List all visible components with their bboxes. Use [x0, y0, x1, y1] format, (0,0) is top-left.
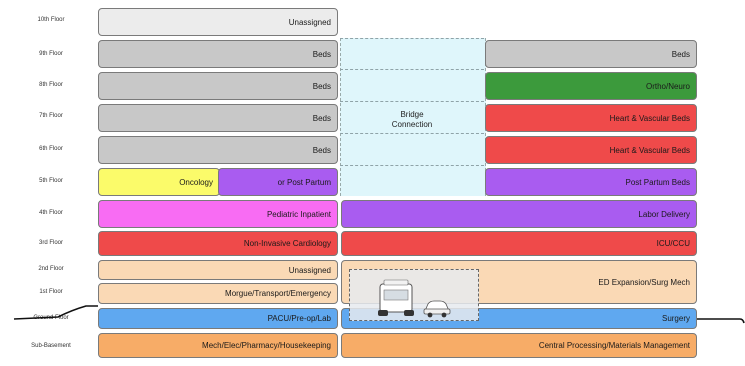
floor-label-7: 7th Floor	[39, 113, 63, 119]
block-7th-beds: Beds	[98, 104, 338, 132]
block-4th-labor-delivery: Labor Delivery	[341, 200, 697, 228]
block-10th-unassigned: Unassigned	[98, 8, 338, 36]
bridge-divider	[340, 133, 484, 134]
block-3rd-non-invasive-cardiology: Non-Invasive Cardiology	[98, 231, 338, 256]
bridge-divider	[340, 38, 484, 39]
floor-label-1: 1st Floor	[39, 289, 63, 295]
block-6th-beds: Beds	[98, 136, 338, 164]
block-1st-morgue-transport-emergency: Morgue/Transport/Emergency	[98, 283, 338, 304]
bridge-label-line-2: Connection	[391, 120, 433, 129]
floor-label-sub-basement: Sub-Basement	[31, 343, 71, 349]
block-sub-mech-elec: Mech/Elec/Pharmacy/Housekeeping	[98, 333, 338, 358]
block-9th-right-beds: Beds	[485, 40, 697, 68]
ambulance-icon	[378, 279, 414, 316]
bridge-label: Bridge Connection	[360, 110, 464, 130]
bridge-divider	[340, 165, 484, 166]
floor-label-2: 2nd Floor	[38, 266, 64, 272]
bridge-label-line-1: Bridge	[400, 110, 424, 119]
block-ground-pacu: PACU/Pre-op/Lab	[98, 308, 338, 329]
floor-label-5: 5th Floor	[39, 178, 63, 184]
block-3rd-icu-ccu: ICU/CCU	[341, 231, 697, 256]
car-icon	[423, 300, 451, 318]
ed-dropoff-area	[349, 269, 479, 321]
block-5th-post-partum-beds: Post Partum Beds	[485, 168, 697, 196]
block-8th-beds: Beds	[98, 72, 338, 100]
block-7th-heart-vascular: Heart & Vascular Beds	[485, 104, 697, 132]
block-2nd-unassigned: Unassigned	[98, 260, 338, 280]
block-6th-heart-vascular: Heart & Vascular Beds	[485, 136, 697, 164]
grade-line	[13, 305, 745, 324]
floor-label-10: 10th Floor	[37, 17, 65, 23]
floor-label-6: 6th Floor	[39, 146, 63, 152]
floor-label-3: 3rd Floor	[38, 240, 63, 246]
block-9th-beds: Beds	[98, 40, 338, 68]
block-5th-post-partum: or Post Partum	[218, 168, 338, 196]
bridge-divider	[340, 69, 484, 70]
floor-label-4: 4th Floor	[39, 210, 63, 216]
block-8th-ortho-neuro: Ortho/Neuro	[485, 72, 697, 100]
floor-label-8: 8th Floor	[39, 82, 63, 88]
block-sub-central-processing: Central Processing/Materials Management	[341, 333, 697, 358]
block-4th-pediatric-inpatient: Pediatric Inpatient	[98, 200, 338, 228]
floor-label-9: 9th Floor	[39, 51, 63, 57]
bridge-divider	[340, 101, 484, 102]
block-5th-oncology: Oncology	[98, 168, 220, 196]
bridge-connection	[340, 38, 486, 196]
